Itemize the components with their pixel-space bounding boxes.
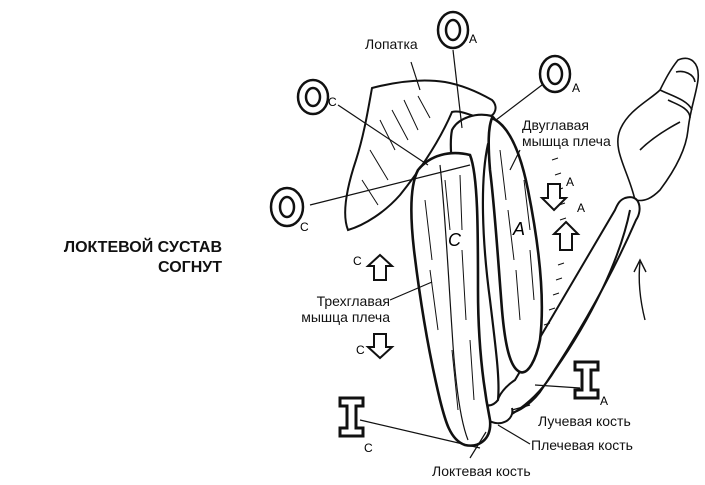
arrow-letter-c-up: C [353,254,362,268]
label-triceps-line-1: Трехглавая [270,293,390,309]
arrow-letter-a-down: A [566,175,574,189]
movement-arrow [634,260,646,320]
origin-subscript-c: C [300,220,309,234]
origin-subscript-c: C [328,95,337,109]
insertion-symbol-c: C [340,398,373,455]
up-arrow-icon-biceps [554,222,578,250]
origin-symbol-c-scapula: C [298,80,337,114]
title-line-1: ЛОКТЕВОЙ СУСТАВ [20,238,222,258]
insertion-symbol-a: A [575,362,608,408]
title-line-2: СОГНУТ [20,258,222,278]
label-ulna: Локтевая кость [432,463,531,479]
down-arrow-icon-triceps [368,334,392,358]
arrow-letter-a-up: A [577,201,585,215]
origin-symbol-c-lower: C [271,188,309,234]
label-radius: Лучевая кость [538,413,631,429]
insertion-subscript-c: C [364,441,373,455]
arrow-letter-c-down: C [356,343,365,357]
biceps-muscle [489,118,542,372]
diagram-title: ЛОКТЕВОЙ СУСТАВ СОГНУТ [20,238,222,278]
label-biceps-line-1: Двуглавая [522,117,611,133]
origin-symbol-a-right: A [540,56,580,95]
label-humerus: Плечевая кость [531,437,633,453]
up-arrow-icon-triceps [368,255,392,280]
insertion-subscript-a: A [600,394,608,408]
label-scapula: Лопатка [365,36,418,52]
label-triceps: Трехглавая мышца плеча [270,293,390,325]
muscle-letter-a: A [512,219,525,239]
label-biceps: Двуглавая мышца плеча [522,117,611,149]
muscle-letter-c: C [448,230,462,250]
label-triceps-line-2: мышца плеча [270,309,390,325]
label-biceps-line-2: мышца плеча [522,133,611,149]
origin-symbol-a-top: A [438,12,477,48]
hand-sketch [618,58,698,200]
origin-subscript-a: A [469,32,477,46]
origin-subscript-a: A [572,81,580,95]
